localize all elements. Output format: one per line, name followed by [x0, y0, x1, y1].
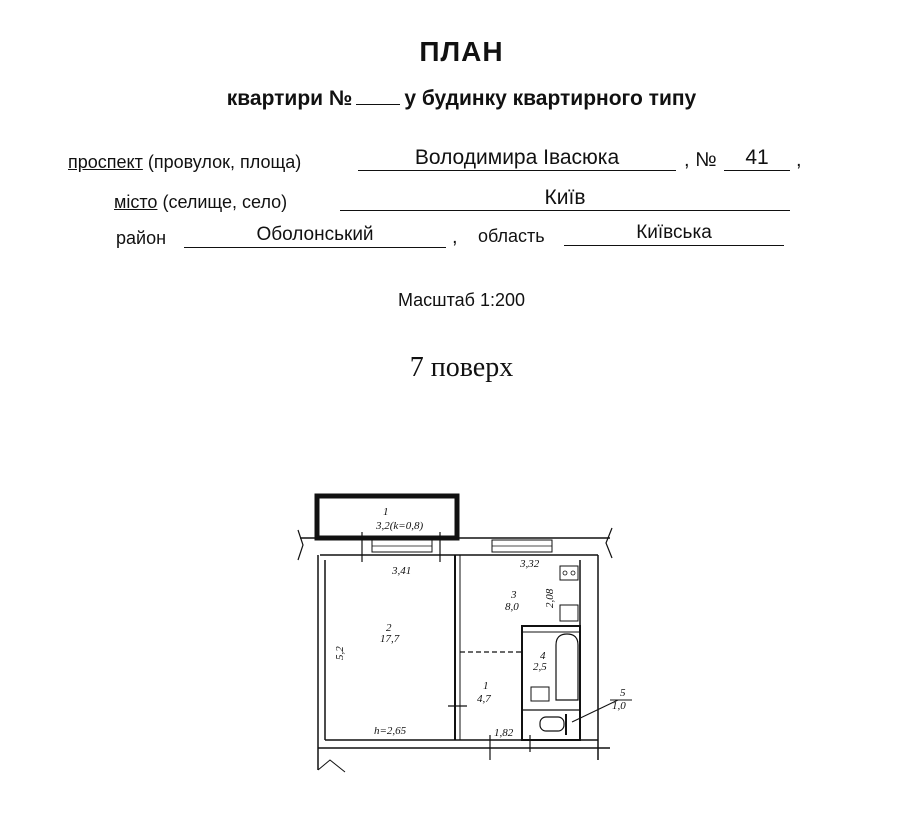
floor-label: 7 поверх	[409, 352, 514, 383]
city-value: Київ	[340, 186, 790, 211]
bath-number: 4	[540, 650, 546, 662]
district-value: Оболонський	[184, 223, 446, 248]
kitchen-length: 2,08	[544, 588, 556, 608]
hall-number: 1	[483, 680, 489, 692]
kitchen-sink	[559, 604, 579, 622]
city-label: місто (селище, село)	[114, 192, 287, 213]
hall-area: 4,7	[477, 693, 491, 705]
kitchen-stove	[559, 565, 579, 581]
room-area: 17,7	[380, 633, 400, 645]
kitchen-number: 3	[510, 589, 517, 601]
balcony-area: 3,2(k=0,8)	[375, 520, 423, 532]
bathroom-outline	[521, 625, 581, 741]
wc-area: 1,0	[612, 700, 626, 712]
ceiling-height: h=2,65	[374, 725, 407, 737]
region-value: Київська	[564, 221, 784, 246]
subtitle-apartment-label: квартири №	[226, 87, 353, 110]
break-mark-bottom	[317, 759, 346, 773]
number-label: , №	[684, 149, 717, 171]
hall-width: 1,82	[494, 727, 514, 739]
street-value: Володимира Івасюка	[358, 146, 676, 171]
room-length: 5,2	[334, 646, 346, 660]
street-label-rest: (провулок, площа)	[147, 152, 302, 172]
district-label: район	[116, 228, 167, 248]
scale-label: Масштаб 1:200	[397, 290, 526, 310]
number-value: 41	[724, 146, 790, 171]
kitchen-width: 3,32	[519, 558, 540, 570]
city-label-rest: (селище, село)	[162, 192, 288, 212]
bathtub	[555, 633, 579, 701]
number-trail: ,	[796, 149, 802, 171]
street-label: проспект (провулок, площа)	[68, 152, 301, 173]
document-subtitle: квартири № у будинку квартирного типу	[0, 86, 923, 111]
document-title: ПЛАН	[419, 36, 504, 67]
break-mark-right	[605, 527, 613, 559]
subtitle-building-label: у будинку квартирного типу	[404, 87, 697, 110]
washbasin	[530, 686, 550, 702]
region-label: область	[478, 226, 545, 246]
apartment-number-blank	[356, 86, 401, 105]
kitchen-area: 8,0	[505, 601, 519, 613]
wc-number: 5	[620, 687, 626, 699]
balcony-number: 1	[383, 506, 389, 518]
room-number: 2	[386, 622, 392, 634]
city-label-main: місто	[114, 192, 158, 212]
street-label-main: проспект	[68, 152, 143, 172]
break-mark-left	[297, 529, 304, 561]
district-trail: ,	[452, 226, 458, 248]
toilet	[539, 716, 565, 732]
bath-area: 2,5	[533, 661, 547, 673]
room-width: 3,41	[391, 565, 411, 577]
